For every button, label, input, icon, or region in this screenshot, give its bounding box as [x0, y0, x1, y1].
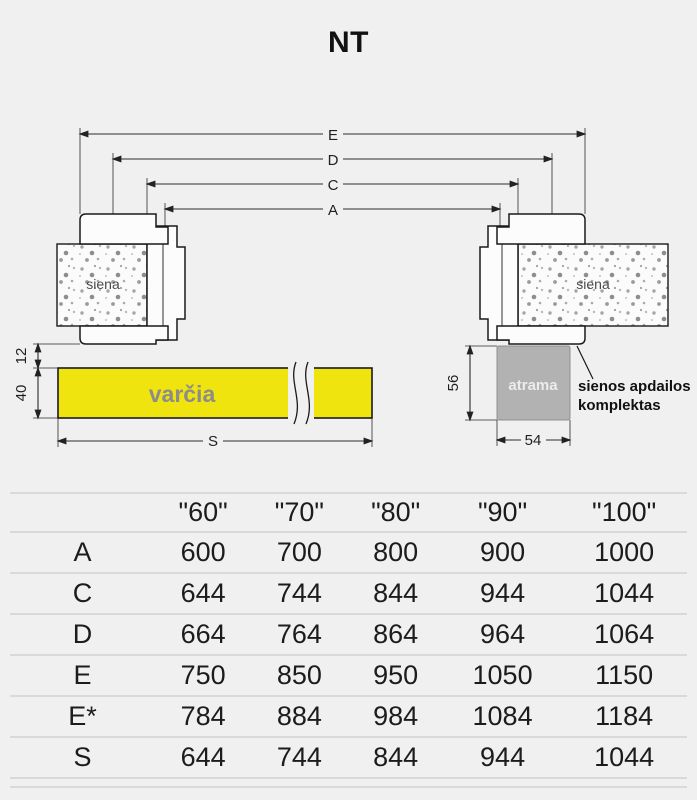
- right-architrave-top: [496, 213, 586, 245]
- row-label: E: [73, 660, 92, 690]
- cell: 744: [276, 578, 322, 608]
- left-architrave-top: [79, 213, 169, 245]
- note-leader-line: [576, 345, 594, 380]
- cell: 964: [480, 619, 526, 649]
- note-line-2: komplektas: [578, 397, 661, 414]
- cell: 644: [180, 742, 226, 772]
- support-block: atrama: [496, 345, 571, 421]
- support-label: atrama: [508, 377, 558, 394]
- col-header: "90": [477, 497, 528, 527]
- s-dimension: S: [56, 418, 374, 450]
- dim-d-label-bg: [323, 150, 343, 168]
- cell: 1044: [594, 742, 655, 772]
- dimension-table: "60" "70" "80" "90" "100" A 600 700 800 …: [10, 492, 687, 779]
- top-dimension-lines: E D C A: [78, 125, 587, 219]
- finishing-kit-note: sienos apdailos komplektas: [576, 345, 691, 414]
- cell: 900: [480, 537, 526, 567]
- dim-e-label-bg: [323, 125, 343, 143]
- col-header: "60": [178, 497, 228, 527]
- dim-56: 56: [445, 344, 497, 422]
- door-leaf: varčia: [57, 361, 373, 425]
- row-label: E*: [68, 701, 97, 731]
- dim-54-label: 54: [525, 432, 542, 449]
- cell: 844: [373, 578, 419, 608]
- cell: 1050: [472, 660, 533, 690]
- right-wall: [517, 243, 669, 327]
- table-row: C 644 744 844 944 1044: [10, 573, 687, 614]
- cell: 1064: [594, 619, 655, 649]
- break-line-left: [293, 361, 299, 425]
- table-header-row: "60" "70" "80" "90" "100": [10, 493, 687, 532]
- cell: 884: [276, 701, 322, 731]
- cell: 950: [373, 660, 419, 690]
- cell: 864: [373, 619, 419, 649]
- table-row: S 644 744 844 944 1044: [10, 737, 687, 778]
- table-row: E 750 850 950 1050 1150: [10, 655, 687, 696]
- door-frame-diagram: E D C A siena siena atrama: [13, 125, 691, 450]
- dim-a-label: A: [328, 202, 338, 219]
- row-label: S: [73, 742, 92, 772]
- left-wall-label: siena: [86, 276, 120, 292]
- dim-12-label: 12: [13, 348, 30, 365]
- break-line-right: [305, 361, 311, 425]
- cell: 944: [480, 578, 526, 608]
- cell: 1184: [595, 701, 654, 731]
- right-architrave-bottom: [496, 325, 586, 345]
- table-row: A 600 700 800 900 1000: [10, 532, 687, 573]
- col-header: "80": [371, 497, 421, 527]
- left-wall: [56, 243, 148, 327]
- cell: 944: [480, 742, 526, 772]
- left-frame-section: siena: [56, 213, 186, 345]
- dim-e-label: E: [328, 127, 338, 144]
- cell: 644: [180, 578, 226, 608]
- corner-cell: [10, 493, 155, 532]
- cell: 784: [180, 701, 226, 731]
- cell: 844: [373, 742, 419, 772]
- col-header: "70": [274, 497, 324, 527]
- dim-c-label-bg: [323, 175, 343, 193]
- cell: 744: [276, 742, 322, 772]
- table-row: D 664 764 864 964 1064: [10, 614, 687, 655]
- dim-d-label: D: [328, 152, 339, 169]
- cell: 764: [276, 619, 322, 649]
- page-title: NT: [328, 26, 369, 59]
- door-leaf-rect: [57, 367, 373, 419]
- cell: 1044: [594, 578, 655, 608]
- dim-a-label-bg: [323, 200, 343, 218]
- cell: 984: [373, 701, 419, 731]
- cell: 700: [276, 537, 322, 567]
- break-gap: [288, 364, 314, 422]
- table-row: E* 784 884 984 1084 1184: [10, 696, 687, 737]
- door-leaf-label: varčia: [149, 381, 216, 407]
- cell: 800: [373, 537, 419, 567]
- left-architrave-bottom: [79, 325, 169, 345]
- dim-s-label-bg: [203, 432, 223, 450]
- note-line-1: sienos apdailos: [578, 378, 691, 395]
- cell: 750: [180, 660, 226, 690]
- dim-54: 54: [495, 420, 572, 449]
- right-frame-section: siena: [479, 213, 669, 345]
- dim-54-label-bg: [521, 431, 546, 449]
- row-label: C: [72, 578, 93, 608]
- cell: 1000: [594, 537, 655, 567]
- cell: 600: [180, 537, 226, 567]
- row-label: A: [73, 537, 92, 567]
- cell: 664: [180, 619, 226, 649]
- dimension-table-wrap: "60" "70" "80" "90" "100" A 600 700 800 …: [10, 492, 687, 788]
- support-rect: [496, 345, 571, 421]
- row-label: D: [72, 619, 93, 649]
- cell: 1150: [595, 660, 654, 690]
- col-header: "100": [592, 497, 657, 527]
- dim-c-label: C: [328, 177, 339, 194]
- cell: 850: [276, 660, 322, 690]
- left-vertical-dimensions: 12 40: [13, 342, 80, 420]
- cell: 1084: [472, 701, 533, 731]
- dim-56-label: 56: [445, 375, 462, 392]
- right-wall-label: siena: [576, 276, 610, 292]
- dim-40-label: 40: [13, 385, 30, 402]
- dim-s-label: S: [208, 433, 218, 450]
